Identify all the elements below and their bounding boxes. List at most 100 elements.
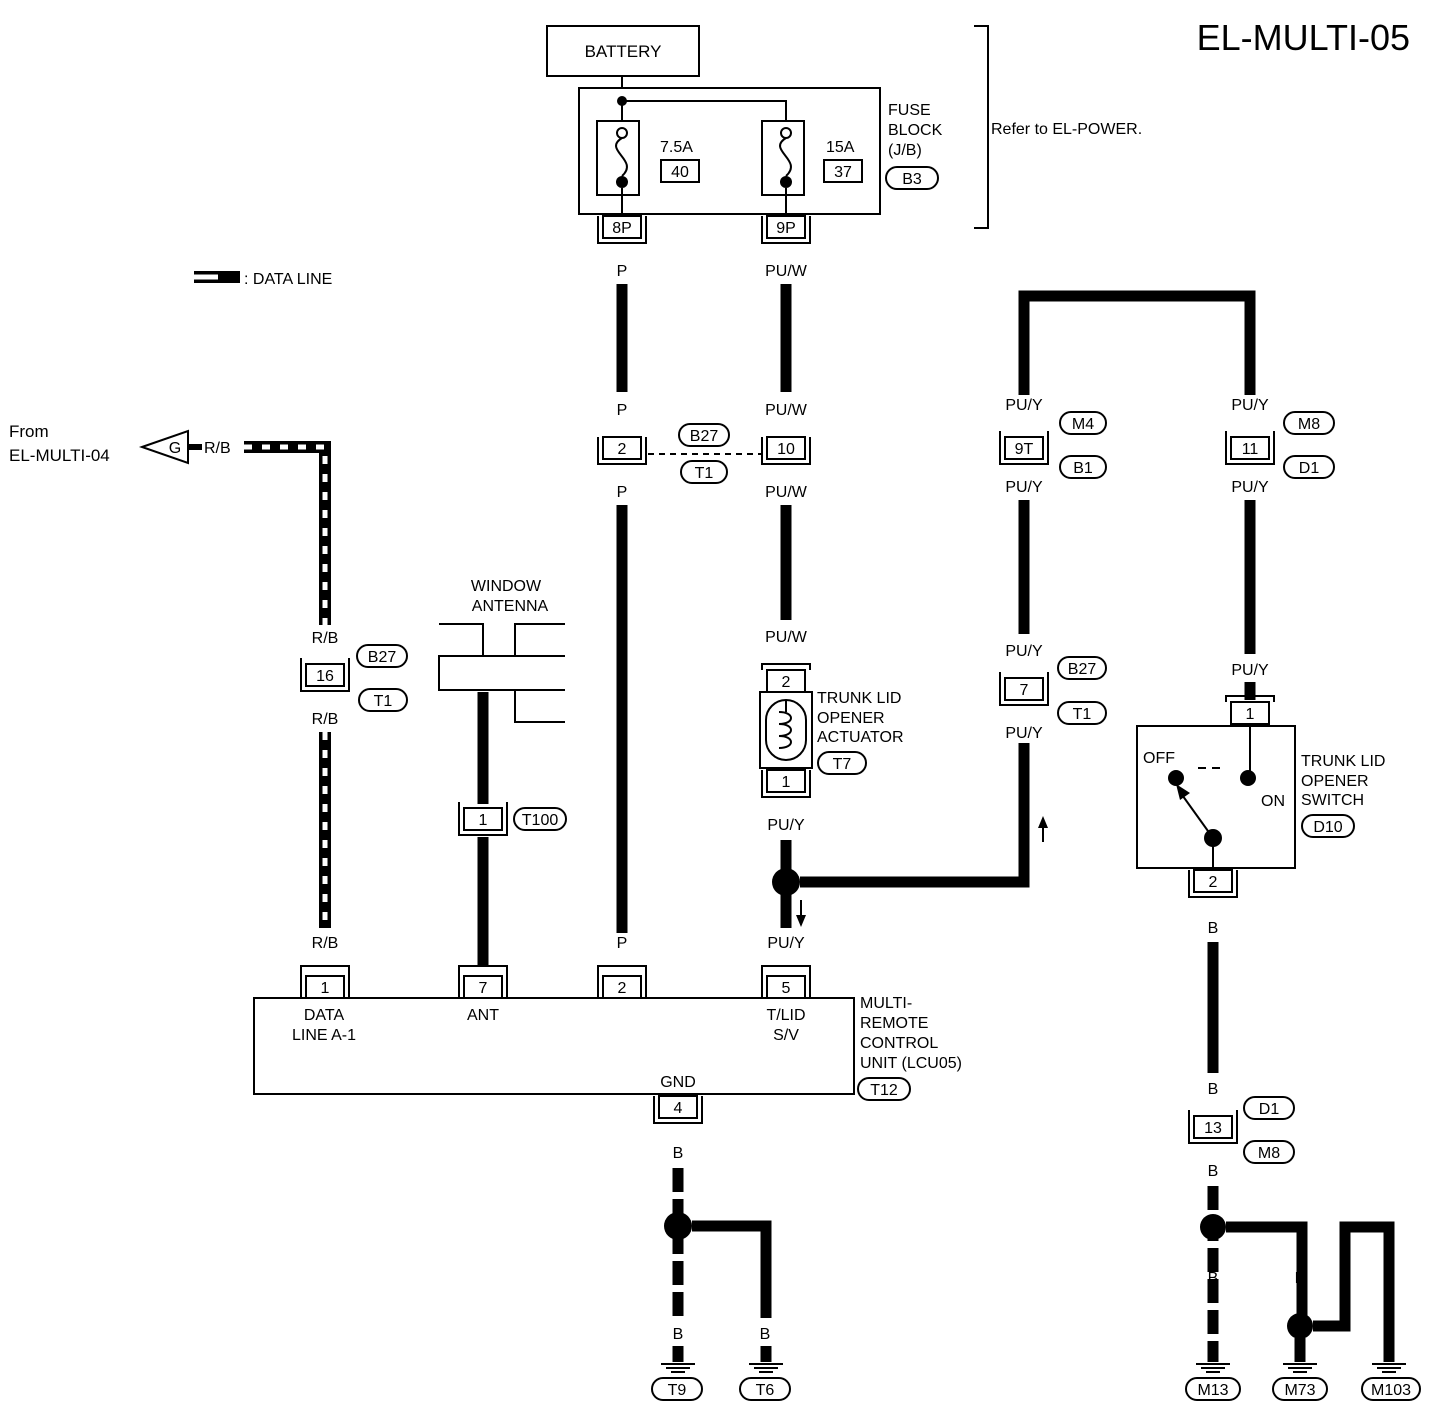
fuse-block-label-1: FUSE [888, 102, 931, 119]
switch-off-label: OFF [1143, 750, 1175, 767]
wire-label-puy-switch: PU/Y [1231, 662, 1269, 679]
term-gnd: GND [660, 1074, 696, 1091]
connector-t100-label: T100 [522, 812, 559, 829]
wire-label-puy-m4-2: PU/Y [1005, 479, 1043, 496]
connector-d10-label: D10 [1313, 819, 1342, 836]
term-tlid-1: T/LID [766, 1007, 805, 1024]
wire-label-puy-actuator: PU/Y [767, 817, 805, 834]
from-el-multi-04: From EL-MULTI-04 G R/B [9, 422, 231, 465]
fuse2-rating: 15A [826, 139, 855, 156]
wire-label-b-m103: B [1384, 1270, 1395, 1287]
fuse-block-label-2: BLOCK [888, 122, 943, 139]
connector-b27-pin-16: 16 [300, 658, 350, 692]
wire-label-puy-m4-1: PU/Y [1005, 397, 1043, 414]
fuse2-number: 37 [834, 164, 852, 181]
svg-text:10: 10 [777, 441, 795, 458]
connector-b27-label-3: B27 [368, 649, 397, 666]
wire-label-puy-b27-1: PU/Y [1005, 643, 1043, 660]
svg-text:11: 11 [1242, 441, 1259, 458]
connector-m4-label: M4 [1072, 416, 1094, 433]
wire-label-puy-m8-2: PU/Y [1231, 479, 1269, 496]
connector-8p: 8P [597, 215, 647, 244]
wire-label-b-switch-1: B [1208, 920, 1219, 937]
actuator-label-1: TRUNK LID [817, 690, 901, 707]
fuse-block: 7.5A 40 15A 37 FUSE BLOCK (J/B) B3 [578, 87, 943, 215]
unit-pin-4: 4 [674, 1100, 683, 1117]
connector-b1-label: B1 [1073, 460, 1093, 477]
connector-m4-pin-9t: 9T [999, 431, 1049, 465]
wire-label-b-mid: B [1340, 1270, 1351, 1287]
wire-label-puw-4: PU/W [765, 629, 808, 646]
svg-text:2: 2 [618, 441, 627, 458]
unit-label-1: MULTI- [860, 995, 912, 1012]
ground-symbol-m103-icon [1372, 1363, 1406, 1373]
multi-remote-control-unit: 1 7 2 5 DATA LINE A-1 ANT T/LID S/V GND … [253, 965, 855, 1124]
connector-d1-pin-13: 13 [1188, 1110, 1238, 1144]
wire-label-rb-3: R/B [312, 935, 339, 952]
unit-pin-7: 7 [479, 980, 488, 997]
fuse-block-connector: B3 [902, 171, 922, 188]
switch-label-2: OPENER [1301, 773, 1369, 790]
connector-b27-pin-10: 10 [761, 436, 811, 465]
pin-9p: 9P [776, 220, 796, 237]
wire-label-b-switch-2: B [1208, 1081, 1219, 1098]
switch-pin-2: 2 [1209, 874, 1218, 891]
page-title: EL-MULTI-05 [1197, 17, 1410, 58]
wire-label-b-switch-3: B [1208, 1163, 1219, 1180]
wire-label-p-1: P [617, 263, 628, 280]
ground-symbol-t6-icon [749, 1363, 783, 1373]
actuator-label-3: ACTUATOR [817, 729, 904, 746]
term-ant: ANT [467, 1007, 499, 1024]
wire-label-rb-1: R/B [312, 630, 339, 647]
data-line-legend: : DATA LINE [194, 271, 332, 288]
trunk-lid-opener-switch: 1 OFF ON 2 [1136, 695, 1296, 898]
connector-t100-pin-1: 1 [458, 802, 508, 836]
switch-label-3: SWITCH [1301, 792, 1364, 809]
actuator-pin-1: 1 [782, 774, 791, 791]
fuse-block-reference: Refer to EL-POWER. [991, 121, 1142, 138]
connector-t1-label-2: T1 [1073, 706, 1092, 723]
actuator-label-2: OPENER [817, 710, 885, 727]
from-label-2: EL-MULTI-04 [9, 446, 110, 465]
svg-text:7: 7 [1020, 682, 1029, 699]
wire-label-p-2: P [617, 402, 628, 419]
wire-label-rb-from: R/B [204, 440, 231, 457]
ground-label-m103: M103 [1371, 1382, 1411, 1399]
connector-9p: 9P [761, 215, 811, 244]
connector-b27-label-2: B27 [1068, 661, 1097, 678]
ground-symbol-m13-icon [1196, 1363, 1230, 1373]
svg-text:1: 1 [479, 812, 488, 829]
connector-d1-label: D1 [1299, 460, 1320, 477]
wire-label-puy-unit: PU/Y [767, 935, 805, 952]
unit-label-3: CONTROL [860, 1035, 938, 1052]
battery-label: BATTERY [585, 42, 662, 61]
term-tlid-2: S/V [773, 1027, 799, 1044]
wire-label-puy-m8-1: PU/Y [1231, 397, 1269, 414]
wire-label-b-m73: B [1295, 1270, 1306, 1287]
wire-label-rb-2: R/B [312, 711, 339, 728]
wire-label-puy-b27-2: PU/Y [1005, 725, 1043, 742]
connector-b27-pin-2: 2 [597, 436, 647, 465]
connector-b27-label: B27 [690, 428, 719, 445]
antenna-label-1: WINDOW [471, 578, 542, 595]
connector-m8-pin-11: 11 [1225, 431, 1275, 465]
connector-d1-label-2: D1 [1259, 1101, 1280, 1118]
ground-symbol-t9-icon [661, 1363, 695, 1373]
svg-text:9T: 9T [1015, 441, 1034, 458]
ground-symbol-m73-icon [1283, 1363, 1317, 1373]
fuse1-number: 40 [671, 164, 689, 181]
wire-label-puw-2: PU/W [765, 402, 808, 419]
unit-pin-5: 5 [782, 980, 791, 997]
wire-label-puw-1: PU/W [765, 263, 808, 280]
wire-label-puw-3: PU/W [765, 484, 808, 501]
term-data-2: LINE A-1 [292, 1027, 356, 1044]
unit-pin-1: 1 [321, 980, 330, 997]
from-label-1: From [9, 422, 49, 441]
fuse1-rating: 7.5A [660, 139, 693, 156]
connector-b27-pin-7: 7 [999, 672, 1049, 706]
fuse-7-5a [596, 120, 640, 196]
ground-label-m13: M13 [1197, 1382, 1228, 1399]
antenna-label-2: ANTENNA [472, 598, 549, 615]
junction-dot [772, 868, 800, 896]
